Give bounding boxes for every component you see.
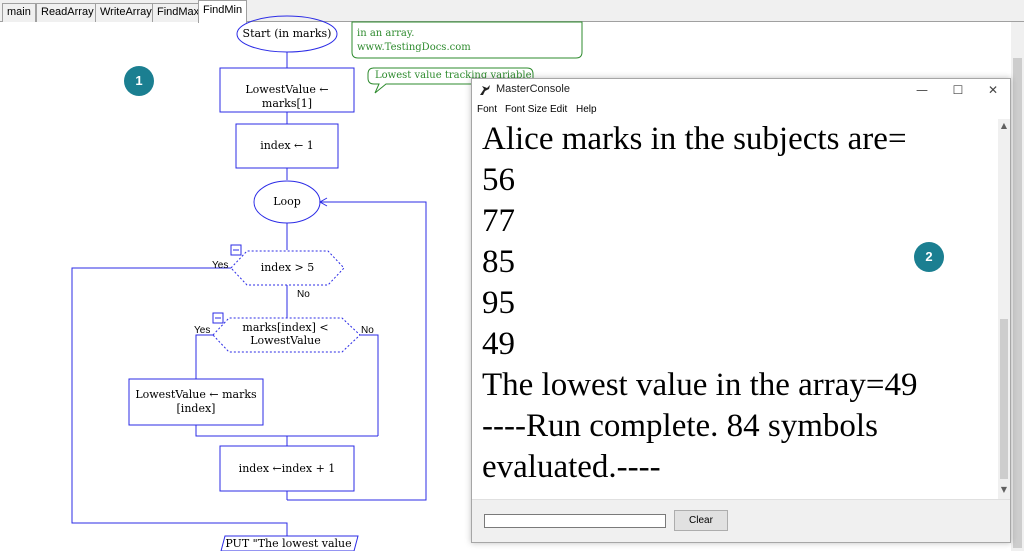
console-title: MasterConsole — [496, 83, 570, 95]
master-console-window: MasterConsole — ☐ ✕ Font Font Size Edit … — [471, 78, 1011, 543]
output-line: 49 — [482, 326, 515, 362]
tab-main[interactable]: main — [2, 3, 36, 22]
scroll-up-icon[interactable]: ▲ — [1000, 121, 1008, 130]
output-line: evaluated.---- — [482, 449, 661, 485]
output-line: Alice marks in the subjects are= — [482, 121, 907, 157]
console-input-area: Clear — [472, 499, 1010, 542]
cond-marks-label-1[interactable]: marks[index] < — [242, 321, 329, 334]
assign-lowest-index-label-2[interactable]: [index] — [176, 402, 216, 415]
cond-marks-label-2[interactable]: LowestValue — [250, 334, 321, 347]
loop-label[interactable]: Loop — [273, 195, 301, 208]
output-line: 85 — [482, 244, 515, 280]
comment-box-2 — [367, 67, 534, 94]
maximize-button[interactable]: ☐ — [952, 83, 964, 97]
assign-lowest-label[interactable]: LowestValue ← marks[1] — [245, 83, 329, 110]
output-shape — [220, 535, 359, 551]
comment-text-1: in an array. — [357, 28, 415, 39]
output-line: The lowest value in the array=49 — [482, 367, 918, 403]
output-line: 77 — [482, 203, 515, 239]
close-button[interactable]: ✕ — [987, 83, 999, 97]
tab-writearray[interactable]: WriteArray — [95, 3, 157, 22]
menu-font[interactable]: Font — [477, 104, 498, 115]
clear-button[interactable]: Clear — [674, 510, 728, 531]
comment-text-2: www.TestingDocs.com — [357, 42, 471, 53]
menu-font-size[interactable]: Font Size — [505, 104, 548, 115]
cond1-yes-label: Yes — [212, 260, 229, 271]
assign-index-label[interactable]: index ← 1 — [260, 139, 314, 152]
output-line: 95 — [482, 285, 515, 321]
assign-lowest-index-label-1[interactable]: LowestValue ← marks — [135, 388, 257, 401]
cond-index-label[interactable]: index > 5 — [260, 261, 315, 274]
assign-index-increment-label[interactable]: index ←index + 1 — [238, 462, 336, 475]
console-output[interactable]: Alice marks in the subjects are= 56 77 8… — [472, 119, 998, 499]
scroll-down-icon[interactable]: ▼ — [1000, 485, 1008, 494]
menu-edit[interactable]: Edit — [550, 104, 568, 115]
cond-index-shape — [230, 250, 345, 286]
start-label[interactable]: Start (in marks) — [242, 27, 332, 40]
comment-text-3: Lowest value tracking variable — [375, 70, 532, 81]
console-input[interactable] — [484, 514, 666, 528]
output-label[interactable]: PUT "The lowest value in — [225, 537, 352, 550]
cond1-no-label: No — [297, 289, 310, 300]
console-scrollbar-thumb[interactable] — [1000, 319, 1008, 479]
tab-findmin[interactable]: FindMin — [198, 0, 248, 23]
canvas-scrollbar-thumb[interactable] — [1013, 58, 1022, 548]
tab-bar: main ReadArray WriteArray FindMax FindMi… — [0, 0, 1024, 23]
console-scrollbar[interactable]: ▲ ▼ — [998, 119, 1010, 499]
tab-findmax[interactable]: FindMax — [152, 3, 205, 22]
minimize-button[interactable]: — — [916, 83, 928, 97]
console-menubar: Font Font Size Edit Help — [472, 101, 1010, 119]
comment-box-1 — [351, 21, 583, 59]
tab-readarray[interactable]: ReadArray — [36, 3, 99, 22]
raptor-bird-icon — [480, 85, 490, 95]
canvas-scrollbar[interactable] — [1011, 22, 1024, 551]
menu-help[interactable]: Help — [576, 104, 597, 115]
callout-badge-1: 1 — [124, 66, 154, 96]
console-titlebar[interactable]: MasterConsole — ☐ ✕ — [472, 79, 1010, 101]
cond2-yes-label: Yes — [194, 325, 211, 336]
cond2-no-label: No — [361, 325, 374, 336]
callout-badge-2: 2 — [914, 242, 944, 272]
output-line: ----Run complete. 84 symbols — [482, 408, 878, 444]
output-line: 56 — [482, 162, 515, 198]
